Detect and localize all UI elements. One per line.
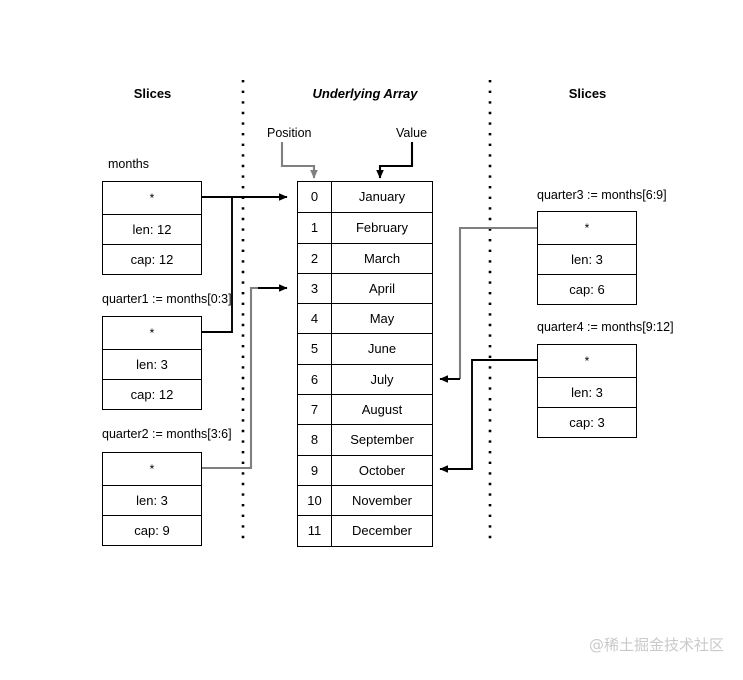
slice-cap-cell: cap: 12 — [103, 379, 201, 409]
slice-pointer-cell: * — [103, 317, 201, 349]
array-position-cell: 0 — [298, 182, 332, 213]
slice-pointer-cell: * — [103, 182, 201, 214]
array-position-cell: 5 — [298, 334, 332, 364]
slice-len-cell: len: 12 — [103, 214, 201, 244]
array-value-cell: February — [355, 220, 409, 236]
slice-caption-quarter2: quarter2 := months[3:6] — [102, 427, 232, 441]
array-value-cell: April — [368, 280, 395, 296]
array-position-cell: 3 — [298, 273, 332, 304]
slice-len-cell: len: 3 — [538, 244, 636, 274]
array-position-cell: 6 — [298, 364, 332, 395]
array-position-cell: 7 — [298, 395, 332, 425]
watermark: @稀土掘金技术社区 — [589, 636, 725, 654]
wire-quarter1-to-index0 — [202, 197, 233, 333]
wire-quarter3-to-index6 — [458, 226, 537, 379]
array-position-cell: 9 — [298, 455, 332, 485]
slice-box-quarter3[interactable]: * len: 3 cap: 6 — [537, 211, 637, 305]
slice-cap-cell: cap: 6 — [538, 274, 636, 304]
array-row: 0 January — [298, 182, 432, 213]
slice-pointer-cell: * — [538, 345, 636, 377]
header-slices-right: Slices — [568, 86, 607, 101]
header-underlying-array: Underlying Array — [312, 86, 418, 101]
slice-len-cell: len: 3 — [103, 485, 201, 515]
array-row: 4 May — [298, 303, 432, 334]
array-value-cell: August — [361, 402, 403, 418]
slice-caption-months: months — [108, 157, 149, 171]
array-value-cell: January — [358, 189, 406, 204]
slice-len-cell: len: 3 — [103, 349, 201, 379]
slice-pointer-cell: * — [538, 212, 636, 244]
slice-cap-cell: cap: 9 — [103, 515, 201, 545]
array-row: 6 July — [298, 363, 432, 395]
array-value-cell: December — [352, 523, 412, 539]
wire-quarter2-to-index3 — [202, 286, 287, 470]
array-position-cell: 8 — [298, 425, 332, 455]
array-value-cell: March — [363, 250, 401, 266]
array-row: 11 December — [298, 515, 432, 546]
slice-box-quarter1[interactable]: * len: 3 cap: 12 — [102, 316, 202, 410]
slice-box-quarter4[interactable]: * len: 3 cap: 3 — [537, 344, 637, 438]
slice-box-quarter2[interactable]: * len: 3 cap: 9 — [102, 452, 202, 546]
slice-cap-cell: cap: 3 — [538, 407, 636, 437]
array-row: 1 February — [298, 212, 432, 243]
array-position-cell: 2 — [298, 243, 332, 273]
array-value-cell: June — [367, 341, 397, 357]
annotation-value: Value — [396, 126, 428, 140]
array-row: 5 June — [298, 333, 432, 364]
slice-caption-quarter1: quarter1 := months[0:3] — [102, 292, 232, 306]
array-position-cell: 1 — [298, 213, 332, 243]
array-row: 8 September — [298, 424, 432, 455]
array-row: 2 March — [298, 242, 432, 273]
array-position-cell: 11 — [298, 516, 332, 546]
array-value-cell: October — [358, 462, 406, 478]
array-row: 9 October — [298, 454, 432, 485]
array-position-cell: 10 — [298, 485, 332, 516]
slice-caption-quarter4: quarter4 := months[9:12] — [537, 320, 674, 334]
array-value-cell: July — [370, 371, 394, 387]
slice-len-cell: len: 3 — [538, 377, 636, 407]
position-leader — [280, 142, 318, 179]
slice-cap-cell: cap: 12 — [103, 244, 201, 274]
array-value-cell: May — [369, 311, 395, 327]
array-row: 3 April — [298, 272, 432, 304]
array-row: 7 August — [298, 394, 432, 425]
header-slices-left: Slices — [133, 86, 172, 101]
slice-box-months[interactable]: * len: 12 cap: 12 — [102, 181, 202, 275]
wire-quarter4-to-index9 — [439, 359, 537, 473]
slice-pointer-cell: * — [103, 453, 201, 485]
annotation-position: Position — [267, 126, 312, 140]
array-position-cell: 4 — [298, 304, 332, 334]
slice-caption-quarter3: quarter3 := months[6:9] — [537, 188, 667, 202]
value-leader — [376, 142, 414, 179]
array-value-cell: November — [352, 492, 412, 508]
array-value-cell: September — [350, 432, 414, 448]
array-row: 10 November — [298, 484, 432, 516]
underlying-array-table: 0 January 1 February 2 March 3 April 4 May 5 June 6 J… — [297, 181, 433, 547]
